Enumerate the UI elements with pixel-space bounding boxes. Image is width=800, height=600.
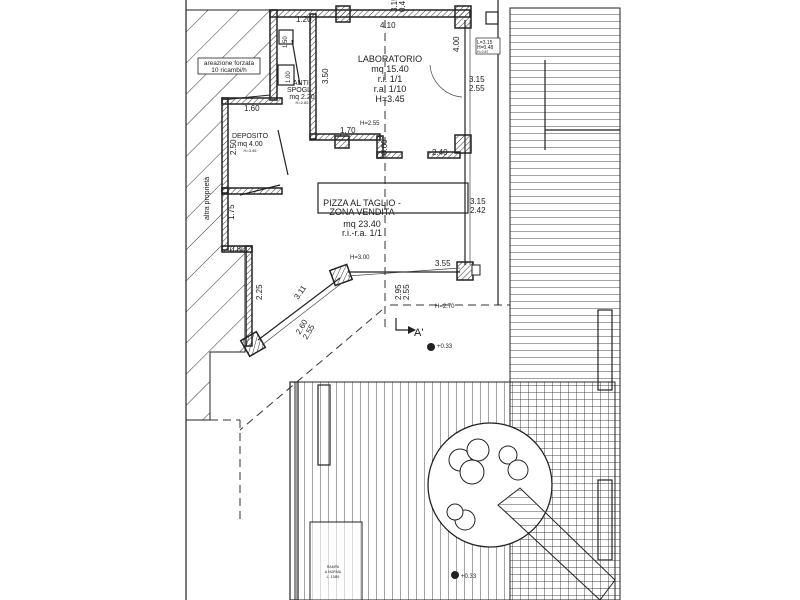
room-ratio: r.i. 1/1	[378, 74, 403, 84]
room-name: ZONA VENDITA	[329, 207, 394, 217]
dimension: 1.70	[340, 126, 356, 135]
sales-counter	[317, 182, 469, 214]
window-note: H=2.87	[477, 50, 488, 54]
level-label: +0.33	[461, 574, 477, 580]
level-marker-icon	[427, 343, 435, 351]
ramp-label: A NORMA	[325, 570, 342, 574]
door	[291, 39, 301, 86]
level-marker-icon	[451, 571, 459, 579]
dimension: 3.15	[470, 197, 486, 206]
level-label: +0.33	[437, 344, 453, 350]
room-name: ANTI-	[293, 80, 312, 87]
dimension: 0.4	[398, 0, 407, 12]
room-area: mq 4.00	[237, 141, 262, 148]
dimension: 2.25	[255, 284, 264, 300]
dimension: 1.50	[283, 36, 289, 48]
dimension: H=2.55	[360, 121, 380, 127]
dimension: 4.00	[452, 36, 461, 52]
ramp	[309, 521, 363, 600]
diagonal-walkway	[497, 487, 616, 600]
dimension: 1.00	[286, 71, 292, 83]
window-note: H=0.48	[477, 45, 493, 51]
sink-icon	[277, 64, 295, 86]
dimension: 3.55	[435, 259, 451, 268]
dimension: 0.60	[380, 139, 389, 155]
ventilation-note: areazione forzata	[204, 60, 255, 67]
dimension: 1.20	[296, 15, 312, 24]
room-area: mq 2.20	[289, 94, 314, 101]
dimension: 2.55	[469, 84, 485, 93]
dimension: H=3.00	[350, 255, 370, 261]
door	[277, 129, 289, 176]
section-label: A'	[414, 327, 423, 339]
dimension: 3.15	[390, 0, 399, 12]
room-name: PIZZA AL TAGLIO -	[323, 198, 401, 208]
room-name: LABORATORIO	[358, 54, 422, 64]
bench	[317, 384, 331, 466]
room-ratio: r.a. 1/10	[374, 84, 407, 94]
door	[239, 184, 281, 196]
dimension: 3.15	[469, 75, 485, 84]
room-height: H=3.45	[375, 94, 404, 104]
bench	[597, 479, 613, 561]
door-swing	[429, 64, 463, 98]
dimension: 2.42	[470, 206, 486, 215]
room-height: H=3.45	[243, 148, 257, 153]
dimension: 2.95	[394, 284, 403, 300]
room-height: H=2.85	[295, 100, 309, 105]
dimension: 2.55	[402, 284, 411, 300]
ventilation-note: 10 ricambi/h	[211, 67, 247, 74]
ramp-label: RAMPA	[327, 565, 340, 569]
room-area: mq 23.40	[343, 219, 381, 229]
room-name: DEPOSITO	[232, 133, 269, 140]
wc-icon	[278, 29, 294, 45]
section-marker	[395, 318, 410, 331]
dimension: 4.10	[380, 21, 396, 30]
room-name: SPOGL.	[287, 87, 313, 94]
window-note: L=3.15	[477, 40, 493, 46]
ramp-label: L. 13/89	[327, 575, 340, 579]
dimension: 1.75	[227, 204, 236, 220]
ventilation-note-box	[197, 57, 261, 75]
bench	[597, 309, 613, 391]
dimension: 2.40	[432, 148, 448, 157]
dimension: 2.50	[229, 139, 238, 155]
room-area: mq 15.40	[371, 64, 409, 74]
walls	[221, 5, 481, 358]
dimension: 0.80	[230, 245, 246, 254]
dimension: H=2.70	[435, 304, 455, 310]
neighbour-label: altra proprietà	[204, 177, 211, 220]
building-interior	[222, 12, 470, 345]
dimension: 3.50	[321, 68, 330, 84]
dimension: 1.60	[244, 104, 260, 113]
room-ratio: r.i.-r.a. 1/1	[342, 228, 382, 238]
